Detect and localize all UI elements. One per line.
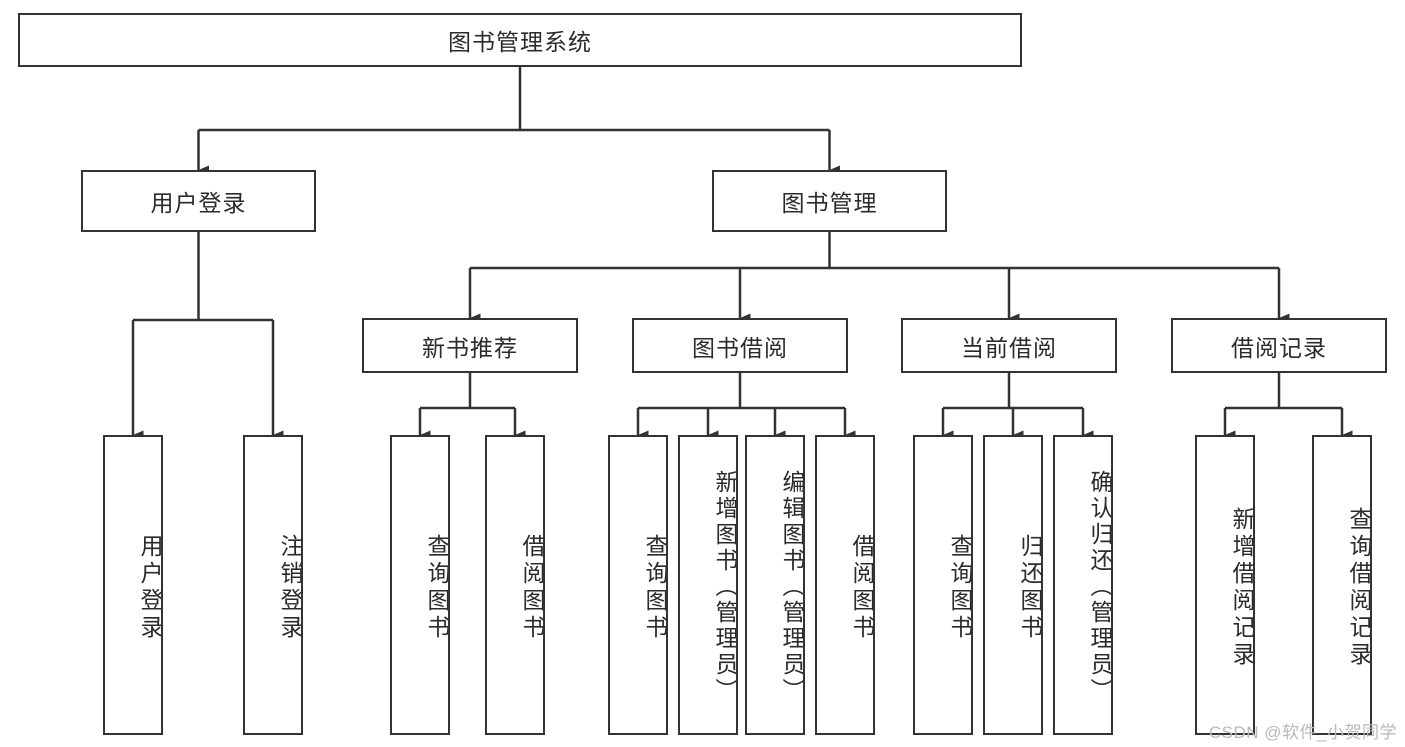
node-root[interactable]: 图书管理系统 [18, 13, 1022, 67]
node-leaf-borrow-book-2-label: 借阅图书 [849, 534, 875, 642]
node-book-borrow[interactable]: 图书借阅 [632, 318, 848, 373]
node-leaf-query-book-3-label: 查询图书 [947, 534, 973, 642]
node-user-login[interactable]: 用户登录 [81, 170, 316, 232]
node-leaf-query-book-1-label: 查询图书 [424, 534, 450, 642]
node-leaf-borrow-book-1-label: 借阅图书 [519, 534, 545, 642]
node-leaf-add-record-label: 新增借阅记录 [1229, 507, 1255, 669]
node-leaf-borrow-book-1[interactable]: 借阅图书 [485, 435, 545, 735]
node-leaf-return-book-label: 归还图书 [1017, 534, 1043, 642]
node-new-book-recommend[interactable]: 新书推荐 [362, 318, 578, 373]
node-leaf-borrow-book-2[interactable]: 借阅图书 [815, 435, 875, 735]
watermark-label: CSDN @软件_小贺同学 [1208, 723, 1397, 742]
node-new-book-recommend-label: 新书推荐 [422, 334, 518, 361]
node-root-label: 图书管理系统 [448, 29, 592, 55]
node-current-borrow-label: 当前借阅 [961, 334, 1057, 361]
node-book-borrow-label: 图书借阅 [692, 334, 788, 361]
node-leaf-edit-book[interactable]: 编辑图书（管理员） [745, 435, 805, 735]
node-leaf-add-book-label: 新增图书（管理员） [712, 470, 738, 704]
node-current-borrow[interactable]: 当前借阅 [901, 318, 1117, 373]
node-leaf-edit-book-label: 编辑图书（管理员） [779, 470, 805, 704]
node-user-login-label: 用户登录 [150, 190, 247, 216]
node-leaf-query-record[interactable]: 查询借阅记录 [1312, 435, 1372, 735]
node-leaf-query-book-1[interactable]: 查询图书 [390, 435, 450, 735]
node-borrow-record-label: 借阅记录 [1231, 334, 1327, 361]
node-leaf-query-book-3[interactable]: 查询图书 [913, 435, 973, 735]
node-borrow-record[interactable]: 借阅记录 [1171, 318, 1387, 373]
node-leaf-query-record-label: 查询借阅记录 [1346, 507, 1372, 669]
node-leaf-confirm-return[interactable]: 确认归还（管理员） [1053, 435, 1113, 735]
node-leaf-add-book[interactable]: 新增图书（管理员） [678, 435, 738, 735]
node-leaf-query-book-2-label: 查询图书 [642, 534, 668, 642]
node-leaf-query-book-2[interactable]: 查询图书 [608, 435, 668, 735]
node-book-manage-label: 图书管理 [781, 190, 878, 216]
node-leaf-add-record[interactable]: 新增借阅记录 [1195, 435, 1255, 735]
node-leaf-user-login-label: 用户登录 [137, 534, 163, 642]
node-book-manage[interactable]: 图书管理 [712, 170, 947, 232]
node-leaf-logout[interactable]: 注销登录 [243, 435, 303, 735]
node-leaf-return-book[interactable]: 归还图书 [983, 435, 1043, 735]
node-leaf-user-login[interactable]: 用户登录 [103, 435, 163, 735]
node-leaf-confirm-return-label: 确认归还（管理员） [1087, 470, 1113, 704]
node-leaf-logout-label: 注销登录 [277, 534, 303, 642]
